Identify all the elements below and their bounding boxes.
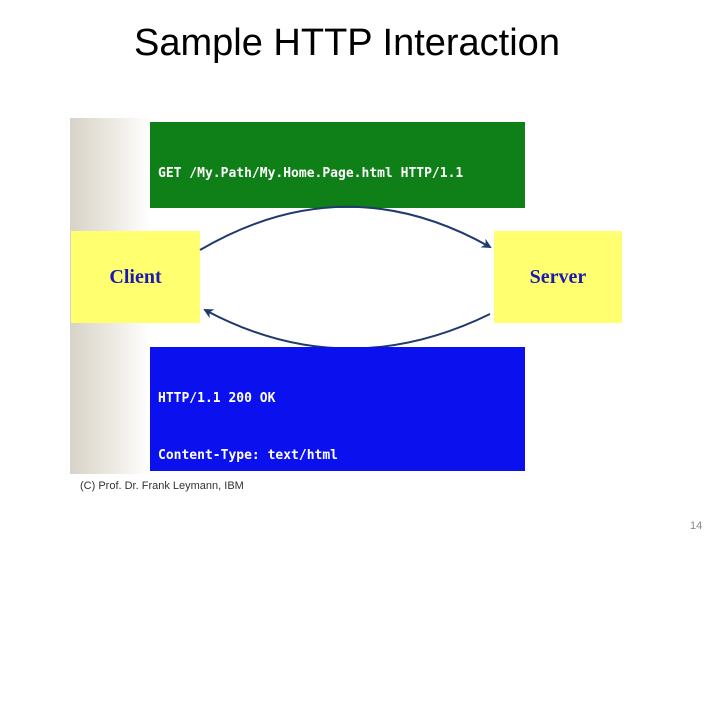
http-request-box: GET /My.Path/My.Home.Page.html HTTP/1.1 … (150, 122, 525, 352)
response-line-6: </HEAD> (158, 676, 213, 691)
response-arrow (203, 309, 491, 350)
server-node: Server (494, 231, 622, 323)
client-label: Client (109, 265, 162, 288)
response-line-4: <HEAD> (158, 562, 205, 577)
request-line-1: GET /My.Path/My.Home.Page.html HTTP/1.1 (158, 166, 464, 181)
response-line-5: <TITLE>Frank's Homepage</TITLE> (158, 619, 464, 634)
credit-text: (C) Prof. Dr. Frank Leymann, IBM (80, 480, 244, 492)
http-response-box: HTTP/1.1 200 OK Content-Type: text/html … (150, 347, 525, 691)
response-line-2: Content-Type: text/html (158, 448, 339, 463)
client-node: Client (71, 231, 200, 323)
slide-title: Sample HTTP Interaction (134, 22, 560, 64)
response-line-3: ​ (158, 503, 525, 522)
request-arrow (199, 205, 492, 251)
page-number: 14 (690, 520, 703, 532)
server-label: Server (529, 265, 587, 288)
response-line-1: HTTP/1.1 200 OK (158, 391, 276, 406)
